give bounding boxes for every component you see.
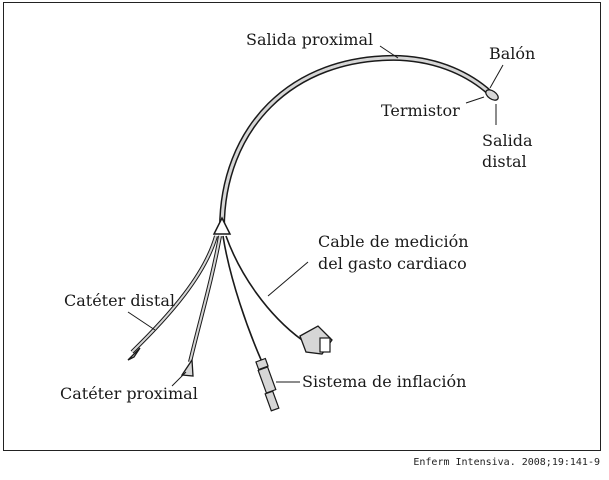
leader-cateter-proximal (171, 371, 187, 387)
label-sistema-inflacion: Sistema de inflación (302, 372, 467, 391)
label-salida-proximal: Salida proximal (246, 30, 374, 49)
leader-cateter-distal (127, 311, 156, 331)
leader-cable (267, 261, 309, 297)
distal-catheter-hub (127, 347, 141, 361)
citation: Enferm Intensiva. 2008;19:141-9 (413, 457, 600, 468)
cable-connector (299, 325, 333, 355)
figure-frame (3, 2, 601, 451)
label-termistor: Termistor (381, 101, 460, 120)
inflation-syringe (255, 357, 280, 412)
proximal-catheter-hub (180, 358, 194, 377)
label-cable-line1: Cable de medición (318, 232, 469, 251)
label-salida-distal-line1: Salida (482, 131, 533, 150)
balloon-tip (485, 89, 499, 101)
leader-termistor (465, 96, 485, 104)
inflation-line (222, 235, 263, 363)
label-cable-line2: del gasto cardiaco (318, 254, 467, 273)
label-balon: Balón (489, 44, 536, 63)
label-cateter-distal: Catéter distal (64, 291, 175, 310)
label-salida-distal-line2: distal (482, 152, 527, 171)
label-cateter-proximal: Catéter proximal (60, 384, 198, 403)
leader-balon (489, 64, 504, 89)
catheter-body-fill (220, 56, 492, 230)
leader-salida-proximal (379, 45, 399, 59)
catheter-body (219, 54, 493, 231)
junction-triangle (212, 216, 232, 235)
cardiac-output-cable (225, 235, 303, 341)
